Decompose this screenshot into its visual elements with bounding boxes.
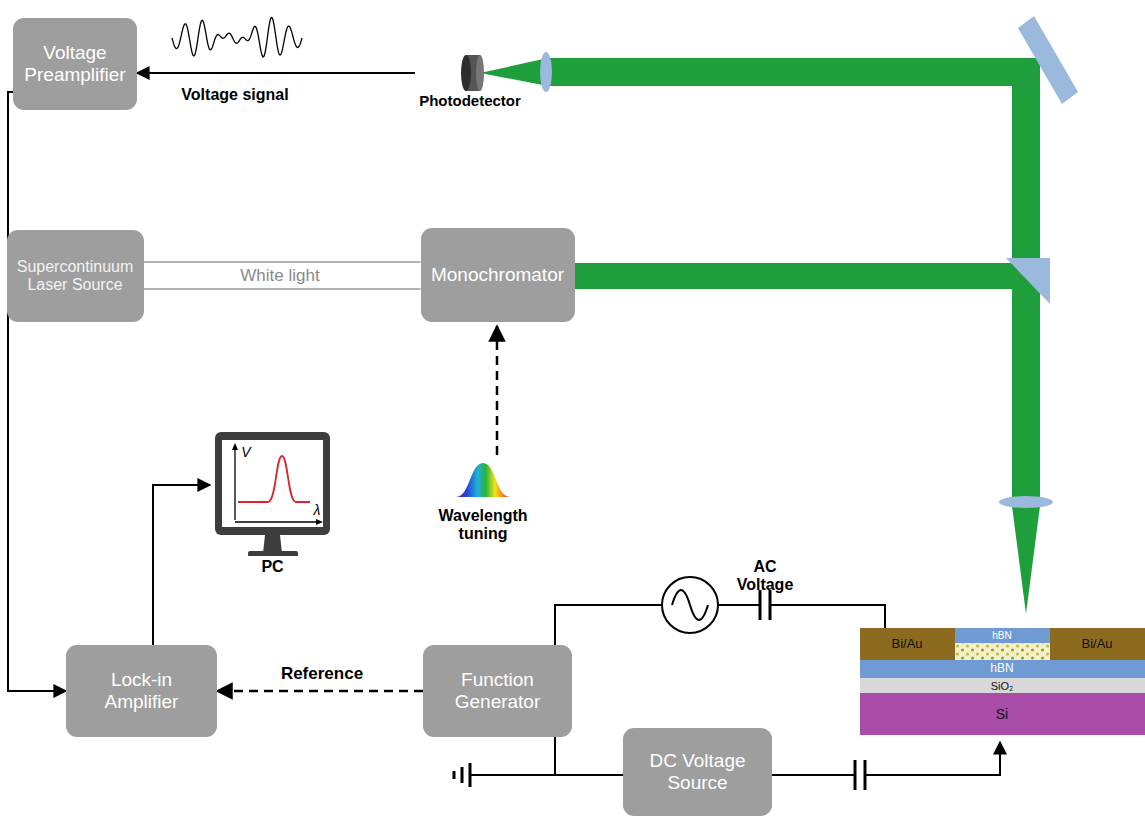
function-generator-box: Function Generator xyxy=(423,645,572,737)
contact-label: Bi/Au xyxy=(1081,637,1112,652)
spectrum-icon xyxy=(456,463,510,497)
tuning-label: Wavelength tuning xyxy=(428,507,538,544)
layer-label: hBN xyxy=(990,662,1013,676)
monitor-symbol xyxy=(210,430,335,556)
edge-label: White light xyxy=(236,266,323,286)
layer-label: Si xyxy=(996,706,1008,722)
box-label: Lock-in Amplifier xyxy=(74,669,209,713)
photodetector: Photodetector xyxy=(415,45,525,110)
box-label: Monochromator xyxy=(431,264,564,286)
axis-label: λ xyxy=(314,502,321,518)
node-caption: PC xyxy=(210,558,335,576)
box-label: Voltage Preamplifier xyxy=(21,42,129,86)
optics xyxy=(540,16,1078,508)
box-label: Supercontinuum Laser Source xyxy=(15,258,136,295)
signal-arrow xyxy=(137,72,415,74)
data-arrow xyxy=(153,485,210,645)
signal-wire xyxy=(8,92,66,691)
axis-label: V xyxy=(241,444,250,460)
ac-wiring xyxy=(555,577,885,645)
laser-beam xyxy=(480,58,1040,614)
photodetector-symbol xyxy=(415,45,525,91)
edge-label: Reference xyxy=(281,664,363,684)
bias-wire xyxy=(555,737,623,775)
white-light-guide xyxy=(144,262,421,289)
edge-label: Voltage signal xyxy=(181,86,288,104)
tuning-arrow xyxy=(496,326,499,455)
device-stack xyxy=(860,628,1145,735)
dc-source-box: DC Voltage Source xyxy=(623,728,772,816)
layer-label: hBN xyxy=(992,630,1011,642)
monochromator-box: Monochromator xyxy=(421,228,575,322)
box-label: Function Generator xyxy=(431,669,564,713)
reference-arrow xyxy=(217,690,423,693)
preamplifier-box: Voltage Preamplifier xyxy=(13,18,137,110)
box-label: DC Voltage Source xyxy=(631,750,764,794)
contact-label: Bi/Au xyxy=(891,637,922,652)
signal-wave xyxy=(172,17,302,56)
ac-voltage-label: AC Voltage xyxy=(725,558,805,595)
node-caption: Photodetector xyxy=(415,92,525,109)
laser-source-box: Supercontinuum Laser Source xyxy=(7,230,144,322)
layer-label: SiO₂ xyxy=(991,680,1014,693)
lock-in-box: Lock-in Amplifier xyxy=(66,645,217,737)
